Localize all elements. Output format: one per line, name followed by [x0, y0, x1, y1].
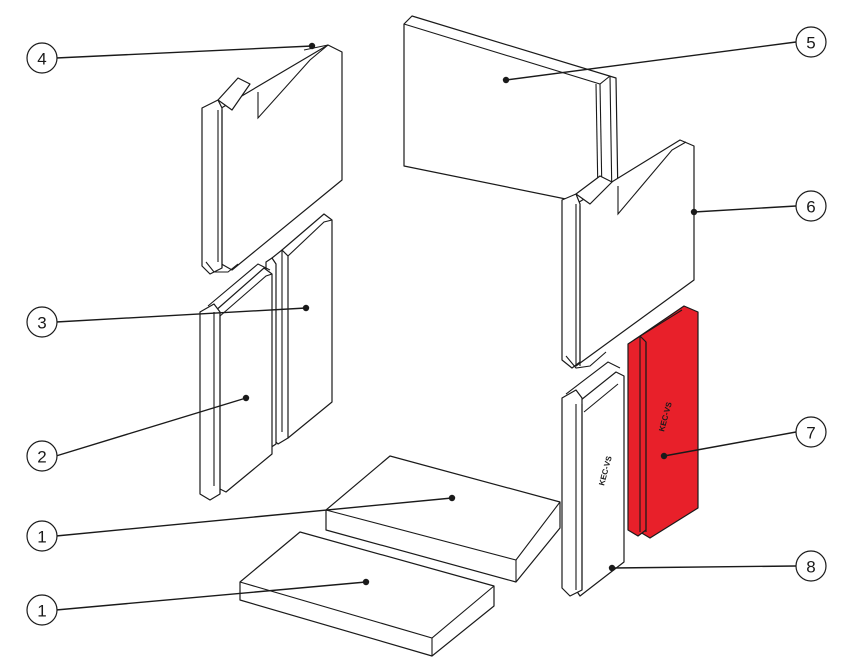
callout-7-label: 7	[806, 424, 815, 443]
callout-5: 5	[795, 26, 827, 58]
callout-1b: 1	[26, 594, 58, 626]
callout-3-label: 3	[37, 314, 46, 333]
callout-5-label: 5	[806, 34, 815, 53]
callout-1b-label: 1	[37, 602, 46, 621]
callout-2: 2	[26, 440, 58, 472]
callout-3: 3	[26, 306, 58, 338]
callout-8: 8	[795, 550, 827, 582]
part-5-back-brick	[403, 15, 619, 209]
callout-8-label: 8	[806, 558, 815, 577]
callout-2-label: 2	[37, 448, 46, 467]
part-7-red-brick: KEC-VS	[627, 305, 699, 539]
leader-lines	[55, 41, 797, 611]
part-2-left-front-brick	[199, 263, 273, 501]
part-1-lower-floor-slab	[239, 531, 495, 657]
part-8-right-lower-brick: KEC-VS	[561, 361, 625, 597]
callout-6-label: 6	[806, 198, 815, 217]
part-6-right-upper-brick	[561, 139, 695, 369]
part-4-left-upper-brick	[201, 44, 343, 275]
part-3-left-middle-brick	[265, 213, 333, 449]
callout-4-label: 4	[37, 50, 46, 69]
callout-1a-label: 1	[37, 528, 46, 547]
callout-7: 7	[795, 416, 827, 448]
callout-6: 6	[795, 190, 827, 222]
callout-4: 4	[26, 42, 58, 74]
callout-1a: 1	[26, 520, 58, 552]
part-1-upper-floor-slab	[325, 455, 561, 583]
